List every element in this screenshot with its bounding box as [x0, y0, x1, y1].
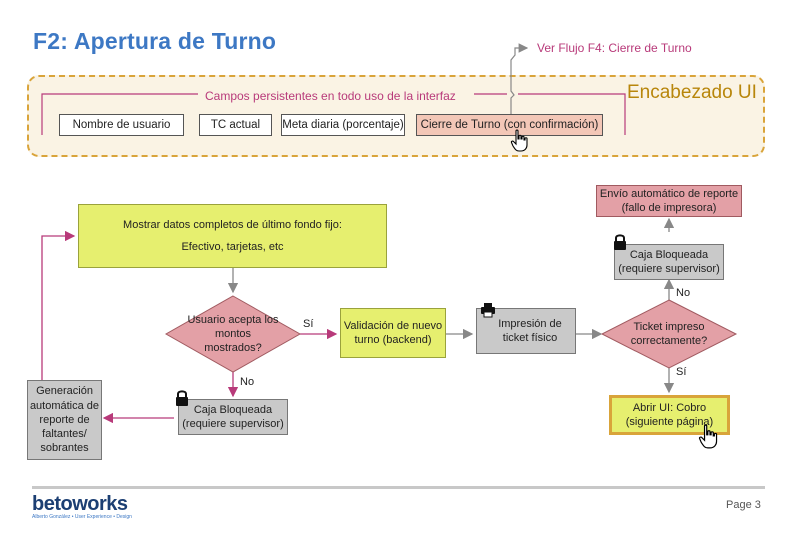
see-flow-link[interactable]: Ver Flujo F4: Cierre de Turno: [537, 41, 692, 55]
edge-label-yes-1: Sí: [303, 318, 314, 330]
hand-cursor-icon: [698, 424, 718, 449]
lock-icon: [614, 234, 626, 250]
page-title: F2: Apertura de Turno: [33, 28, 277, 54]
show-fund-data-line1: Mostrar datos completos de último fondo …: [123, 218, 342, 231]
header-ui-label: Encabezado UI: [627, 82, 757, 103]
auto-report-send-node: Envío automático de reporte (fallo de im…: [596, 185, 742, 217]
field-user-name: Nombre de usuario: [59, 114, 184, 136]
decision-diamond-accept: [164, 295, 302, 373]
field-daily-goal: Meta diaria (porcentaje): [281, 114, 405, 136]
logo-part-a: beto: [32, 493, 73, 515]
ticket-printed-label: Ticket impreso correctamente?: [630, 320, 708, 347]
edge-label-no-2: No: [676, 287, 691, 299]
printer-icon: [481, 303, 495, 318]
logo-subtitle: Alberto González • User Experience • Des…: [32, 514, 132, 520]
open-checkout-node[interactable]: Abrir UI: Cobro (siguiente página): [609, 395, 730, 435]
close-shift-button[interactable]: Cierre de Turno (con confirmación): [416, 114, 603, 136]
lock-icon: [176, 390, 188, 406]
auto-report-generation-node: Generación automática de reporte de falt…: [27, 380, 102, 460]
locked-register-node-1: Caja Bloqueada (requiere supervisor): [178, 399, 288, 435]
user-accepts-label: Usuario acepta los montos mostrados?: [187, 313, 279, 355]
hand-cursor-icon: [510, 129, 528, 152]
company-logo: betoworks: [32, 493, 128, 516]
validation-node: Validación de nuevo turno (backend): [340, 308, 446, 358]
logo-part-b: works: [72, 493, 128, 515]
show-fund-data-node: Mostrar datos completos de último fondo …: [78, 204, 387, 268]
edge-label-no-1: No: [240, 376, 255, 388]
edge-label-yes-2: Sí: [676, 366, 687, 378]
footer-divider: [32, 486, 765, 489]
print-ticket-node: Impresión de ticket físico: [476, 308, 576, 354]
field-exchange-rate: TC actual: [199, 114, 272, 136]
page-number: Page 3: [726, 499, 761, 511]
show-fund-data-line2: Efectivo, tarjetas, etc: [181, 241, 284, 253]
persistent-fields-note: Campos persistentes en todo uso de la in…: [205, 89, 456, 103]
locked-register-node-2: Caja Bloqueada (requiere supervisor): [614, 244, 724, 280]
decision-diamond-ticket: [600, 299, 738, 369]
